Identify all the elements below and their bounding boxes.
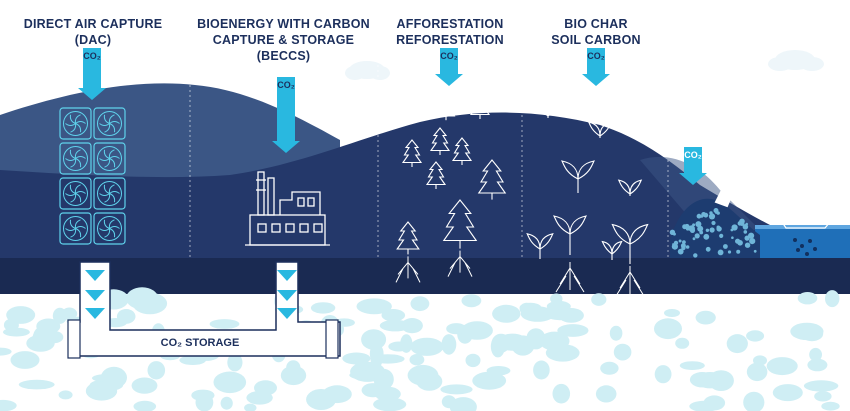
co2-tag-biochar: CO₂ xyxy=(587,51,605,61)
shovel-icon xyxy=(714,155,745,208)
co2-tag-beccs: CO₂ xyxy=(277,80,295,90)
storage-pipe xyxy=(67,261,341,359)
label-dac: DIRECT AIR CAPTURE (DAC) xyxy=(23,17,163,47)
rock-pile xyxy=(669,198,760,258)
cloud-icon xyxy=(345,50,824,80)
section-dividers xyxy=(189,10,669,258)
main-hill xyxy=(0,112,770,260)
label-beccs: BIOENERGY WITH CARBON CAPTURE & STORAGE … xyxy=(197,17,370,63)
ocean-surface xyxy=(755,225,850,229)
co2-storage-label: CO₂ STORAGE xyxy=(160,337,240,349)
co2-tag-weathering: CO₂ xyxy=(684,150,702,160)
label-enhanced-weathering: ENHANCED WEATHERING xyxy=(676,109,764,139)
dac-fan-array xyxy=(59,107,126,245)
deep-ground xyxy=(0,258,850,294)
ship-icon xyxy=(780,215,832,229)
label-biochar: BIO CHAR SOIL CARBON xyxy=(551,17,641,47)
co2-tag-dac: CO₂ xyxy=(83,51,101,61)
plankton-dots xyxy=(793,238,817,256)
pipe-arrows xyxy=(85,270,297,319)
factory-icon xyxy=(245,171,330,246)
tree-icons xyxy=(395,91,507,283)
label-ocean-fertilisation: OCEAN FERTILISATION xyxy=(760,173,850,203)
co2-tag-afforestation: CO₂ xyxy=(440,51,458,61)
seedling-icons xyxy=(526,102,649,297)
label-afforestation: AFFORESTATION REFORESTATION xyxy=(396,17,504,47)
co2-arrows xyxy=(78,48,707,185)
ocean xyxy=(755,225,850,260)
